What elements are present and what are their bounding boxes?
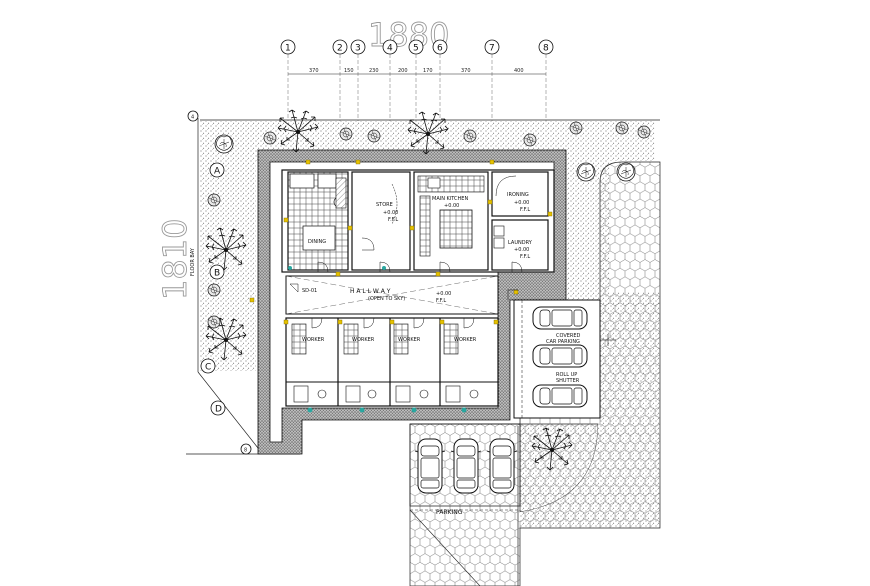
- svg-text:F.F.L: F.F.L: [520, 207, 530, 213]
- side-label: FLOOR BAY: [190, 247, 196, 276]
- grid-row-label-8: 8: [244, 448, 247, 454]
- svg-text:WORKER: WORKER: [454, 337, 477, 343]
- grid-label-1: 1: [285, 44, 291, 54]
- grid-row-label-D: D: [215, 405, 222, 415]
- worker-room-2: WORKER: [343, 323, 377, 403]
- grid-label-7: 7: [489, 44, 495, 54]
- grid-row-bubble-8: [240, 443, 252, 455]
- svg-text:F.F.L: F.F.L: [388, 217, 398, 223]
- svg-text:+0.00: +0.00: [383, 210, 398, 216]
- grid-row-label-B: B: [214, 269, 220, 279]
- svg-text:ROLL UP: ROLL UP: [556, 372, 577, 378]
- segment-dim: 150: [344, 68, 354, 74]
- svg-text:PARKING: PARKING: [436, 509, 463, 516]
- segment-dim: 400: [514, 68, 524, 74]
- grid-row-label-C: C: [205, 363, 211, 373]
- grid-label-4: 4: [387, 44, 393, 54]
- room-ironing: IRONING +0.00 F.F.L: [491, 171, 549, 217]
- svg-text:SHUTTER: SHUTTER: [556, 378, 580, 384]
- grid-row-bubble-C: [200, 358, 216, 374]
- hallway: H A L L W A Y (OPEN TO SKY) +0.00 F.F.L …: [285, 275, 499, 315]
- segment-dim: 230: [369, 68, 379, 74]
- svg-text:+0.00: +0.00: [436, 291, 451, 297]
- svg-text:COVERED: COVERED: [556, 333, 581, 339]
- svg-text:+0.00: +0.00: [514, 200, 529, 206]
- worker-room-4: WORKER: [443, 323, 479, 403]
- segment-dim: 370: [461, 68, 471, 74]
- segment-dim: 370: [309, 68, 319, 74]
- room-kitchen: MAIN KITCHEN +0.00: [413, 171, 489, 271]
- svg-text:H A L L W A Y: H A L L W A Y: [350, 288, 391, 295]
- svg-text:DINING: DINING: [308, 239, 326, 245]
- grid-row-bubble-D: [210, 400, 226, 416]
- grid-row-label-A: A: [214, 167, 221, 177]
- overall-depth-dimension: 1810: [156, 219, 194, 300]
- svg-text:+0.00: +0.00: [514, 247, 529, 253]
- worker-room-1: WORKER: [291, 323, 327, 403]
- grid-label-3: 3: [355, 44, 361, 54]
- room-store: STORE +0.00 F.F.L: [351, 171, 411, 271]
- grid-label-6: 6: [437, 44, 443, 54]
- electrical-points: [249, 159, 553, 325]
- worker-rooms: [285, 317, 499, 407]
- grid-row-bubble-4: [187, 110, 199, 122]
- open-parking: PARKING: [409, 423, 521, 516]
- grid-row-label-4: 4: [191, 115, 194, 121]
- svg-text:WORKER: WORKER: [352, 337, 375, 343]
- grid-rows: 4A B C D 8: [187, 110, 252, 455]
- grid-row-bubble-A: [209, 162, 225, 178]
- svg-text:STORE: STORE: [376, 202, 393, 208]
- svg-text:IRONING: IRONING: [507, 192, 529, 198]
- segment-dim: 200: [398, 68, 408, 74]
- room-dining: DINING: [287, 171, 349, 271]
- svg-text:SD-01: SD-01: [302, 288, 317, 294]
- grid-label-2: 2: [337, 44, 343, 54]
- diagonal-access: [409, 509, 481, 586]
- covered-parking: COVERED CAR PARKING ROLL UP SHUTTER: [507, 289, 616, 419]
- segment-dimensions: 370 150 230 200 170 370 400: [309, 68, 524, 74]
- svg-text:CAR PARKING: CAR PARKING: [546, 339, 580, 345]
- grid-row-bubble-B: [209, 264, 225, 280]
- worker-room-3: WORKER: [393, 323, 429, 403]
- svg-text:F.F.L: F.F.L: [520, 254, 530, 260]
- svg-text:LAUNDRY: LAUNDRY: [508, 240, 533, 246]
- room-laundry: LAUNDRY +0.00 F.F.L: [491, 219, 549, 271]
- svg-text:+0.00: +0.00: [444, 203, 459, 209]
- svg-text:F.F.L: F.F.L: [436, 298, 446, 304]
- svg-text:WORKER: WORKER: [398, 337, 421, 343]
- door-swings: [311, 261, 523, 329]
- svg-text:MAIN KITCHEN: MAIN KITCHEN: [432, 196, 468, 202]
- grid-label-8: 8: [543, 44, 549, 54]
- grid-label-5: 5: [413, 44, 419, 54]
- segment-dim: 170: [423, 68, 433, 74]
- svg-text:WORKER: WORKER: [302, 337, 325, 343]
- svg-text:(OPEN TO SKY): (OPEN TO SKY): [368, 296, 405, 302]
- drainage-points: [288, 266, 467, 413]
